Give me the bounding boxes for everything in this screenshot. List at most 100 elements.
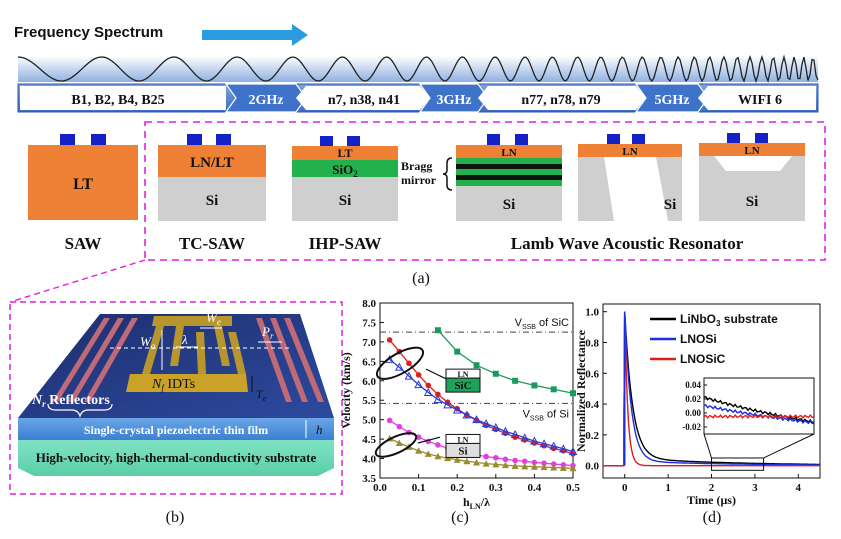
x-tick-label: 0.3	[489, 482, 503, 494]
y-tick-label: 1.0	[585, 307, 599, 319]
legend-label-sub: 3	[716, 319, 721, 328]
bragg-brace	[442, 157, 453, 191]
data-point	[569, 464, 577, 472]
label-te: Te	[256, 387, 267, 403]
legend-label-main: LNOSiC	[680, 352, 726, 366]
legend-label: LiNbO3 substrate	[680, 312, 778, 328]
inset-top-label: LN	[457, 370, 468, 379]
data-point	[424, 450, 432, 457]
inset-bottom-label: Si	[458, 445, 467, 457]
data-point	[501, 461, 509, 469]
legend-label: LNOSiC	[680, 352, 726, 366]
x-tick-label: 0.5	[566, 482, 580, 494]
x-tick-label: 2	[709, 482, 715, 494]
data-point	[531, 382, 538, 389]
lamb3-substrate	[699, 156, 805, 221]
lamb2-electrode-1	[607, 134, 620, 144]
data-point	[414, 380, 423, 389]
legend-label-main: LiNbO	[680, 312, 716, 326]
data-point	[394, 362, 404, 371]
data-point	[511, 462, 519, 469]
x-tick-label: 0	[622, 482, 628, 494]
series-line	[437, 329, 574, 394]
panel-c-label: (c)	[451, 509, 469, 526]
bragg-label-1: Bragg	[401, 159, 432, 173]
data-point	[423, 387, 433, 396]
tc-substrate	[158, 177, 266, 221]
y-tick-label: 0.4	[585, 399, 599, 411]
tc-film	[158, 145, 266, 177]
data-point	[568, 447, 578, 456]
marker-5ghz: 5GHz	[655, 93, 690, 108]
x-axis-label-tail: /λ	[480, 495, 490, 509]
x-tick-label: 0.4	[528, 482, 542, 494]
band-bg-1	[20, 86, 226, 110]
ihp-substrate-label: Si	[339, 193, 352, 209]
data-point	[443, 400, 452, 409]
data-point	[483, 453, 489, 460]
label-wa: Wa	[140, 334, 156, 351]
data-point	[435, 442, 441, 448]
data-point	[434, 327, 441, 334]
data-point	[510, 429, 520, 438]
data-point	[406, 360, 412, 367]
marker-3ghz: 3GHz	[437, 93, 472, 108]
data-point	[481, 419, 491, 428]
data-point	[425, 382, 432, 389]
lamb3-film-label: LN	[744, 145, 759, 157]
data-point	[386, 417, 393, 424]
device-tc-saw: LN/LT Si TC-SAW	[158, 134, 266, 253]
reflector-bar	[84, 318, 138, 402]
lamb1-mirror-light-2	[456, 169, 562, 175]
tc-caption: TC-SAW	[179, 234, 245, 253]
inset-top-label: LN	[457, 435, 468, 444]
data-point	[492, 460, 500, 468]
y-tick-label: 0.6	[585, 368, 599, 380]
lamb1-mirror-light-3	[456, 180, 562, 186]
y-axis-label: Velocity (km/s)	[339, 352, 353, 429]
data-point	[482, 460, 490, 467]
device-saw: LT SAW	[28, 134, 138, 253]
data-point	[549, 441, 559, 450]
data-point	[539, 439, 549, 448]
data-point	[521, 458, 528, 465]
inset-bottom-label: SiC	[454, 380, 471, 392]
band-bg-2	[296, 86, 430, 110]
y-tick-label: 7.5	[362, 317, 376, 329]
panel-b-substrate-face	[18, 440, 334, 476]
ihp-substrate	[292, 177, 398, 221]
ihp-caption: IHP-SAW	[309, 234, 382, 253]
data-point	[473, 458, 480, 466]
tc-electrode-2	[216, 134, 231, 145]
idt-busbar-bottom	[126, 374, 248, 392]
ihp-electrode-2	[347, 136, 360, 146]
panel-b-reflectors-right	[256, 318, 324, 402]
y-tick-label: 5.0	[362, 415, 376, 427]
data-point	[434, 452, 442, 460]
data-point	[570, 451, 576, 457]
data-point	[550, 386, 557, 393]
ellipse-si-pointer	[417, 436, 441, 444]
panel-b-film	[18, 418, 334, 440]
ellipse-si	[374, 432, 418, 458]
ref-label-tail: of Si	[544, 408, 569, 420]
spectrum-arrow-icon	[202, 24, 308, 46]
x-axis-label-sub: LN	[470, 502, 481, 511]
lamb1-film	[456, 145, 562, 158]
lamb1-electrode-1	[487, 134, 500, 145]
marker-2ghz-shape	[224, 83, 307, 113]
y-tick-label: 0.0	[585, 461, 599, 473]
data-point	[530, 436, 539, 445]
lamb3-electrode-2	[755, 133, 768, 143]
data-point	[415, 372, 422, 378]
data-point	[395, 439, 403, 446]
data-point	[570, 390, 576, 397]
panel-b-connector-left	[9, 259, 146, 303]
zoom-connector	[703, 433, 712, 459]
data-point	[415, 434, 422, 440]
data-point	[550, 464, 558, 471]
y-tick-label: 6.0	[362, 376, 376, 388]
lamb1-film-label: LN	[501, 147, 516, 159]
reflector-bar	[270, 318, 308, 402]
